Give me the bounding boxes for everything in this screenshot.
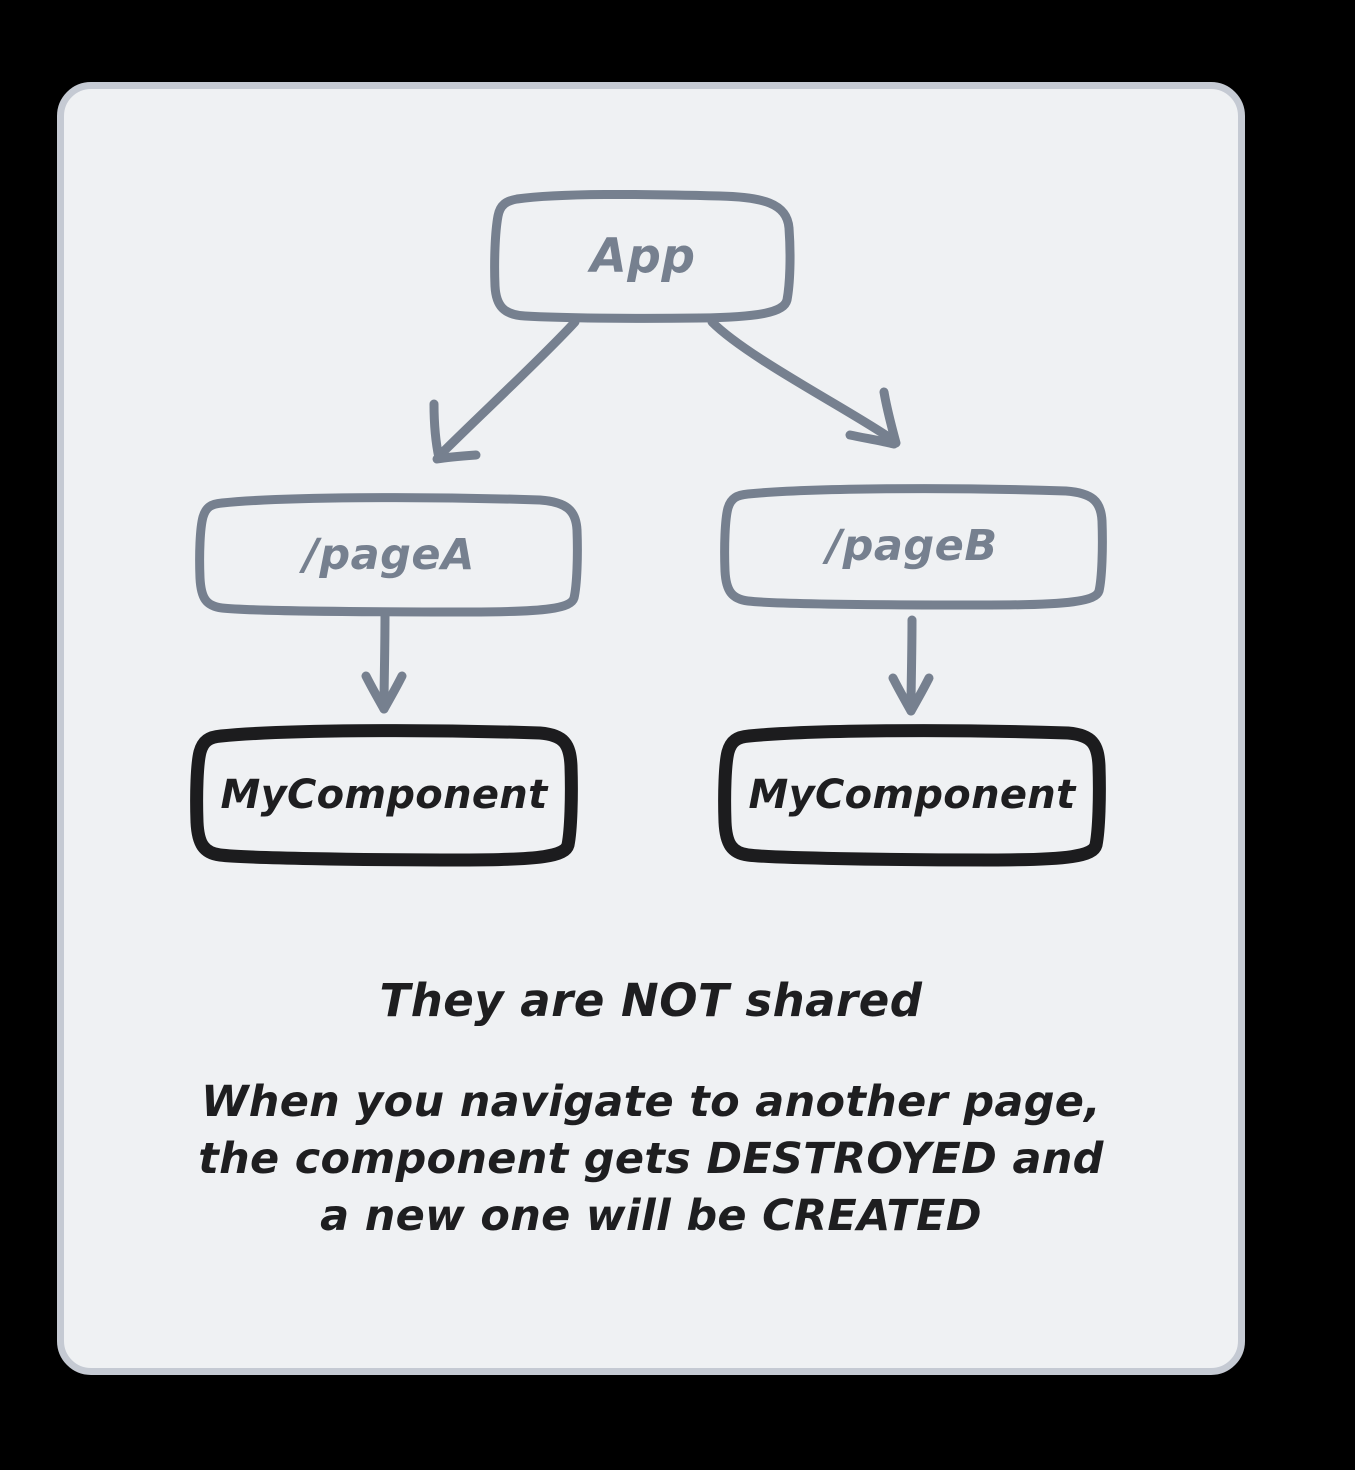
caption-line: When you navigate to another page, xyxy=(201,1077,1101,1127)
caption-line: a new one will be CREATED xyxy=(320,1191,982,1241)
caption-body: When you navigate to another page, the c… xyxy=(57,1074,1245,1245)
caption-block: They are NOT shared When you navigate to… xyxy=(57,972,1245,1245)
node-label-pageb: /pageB xyxy=(826,521,998,571)
caption-headline: They are NOT shared xyxy=(379,974,923,1027)
caption-line: the component gets DESTROYED and xyxy=(198,1134,1104,1184)
node-label-component-left: MyComponent xyxy=(220,772,548,818)
node-label-app: App xyxy=(590,229,696,284)
node-label-pagea: /pageA xyxy=(303,530,475,580)
node-label-component-right: MyComponent xyxy=(748,772,1076,818)
